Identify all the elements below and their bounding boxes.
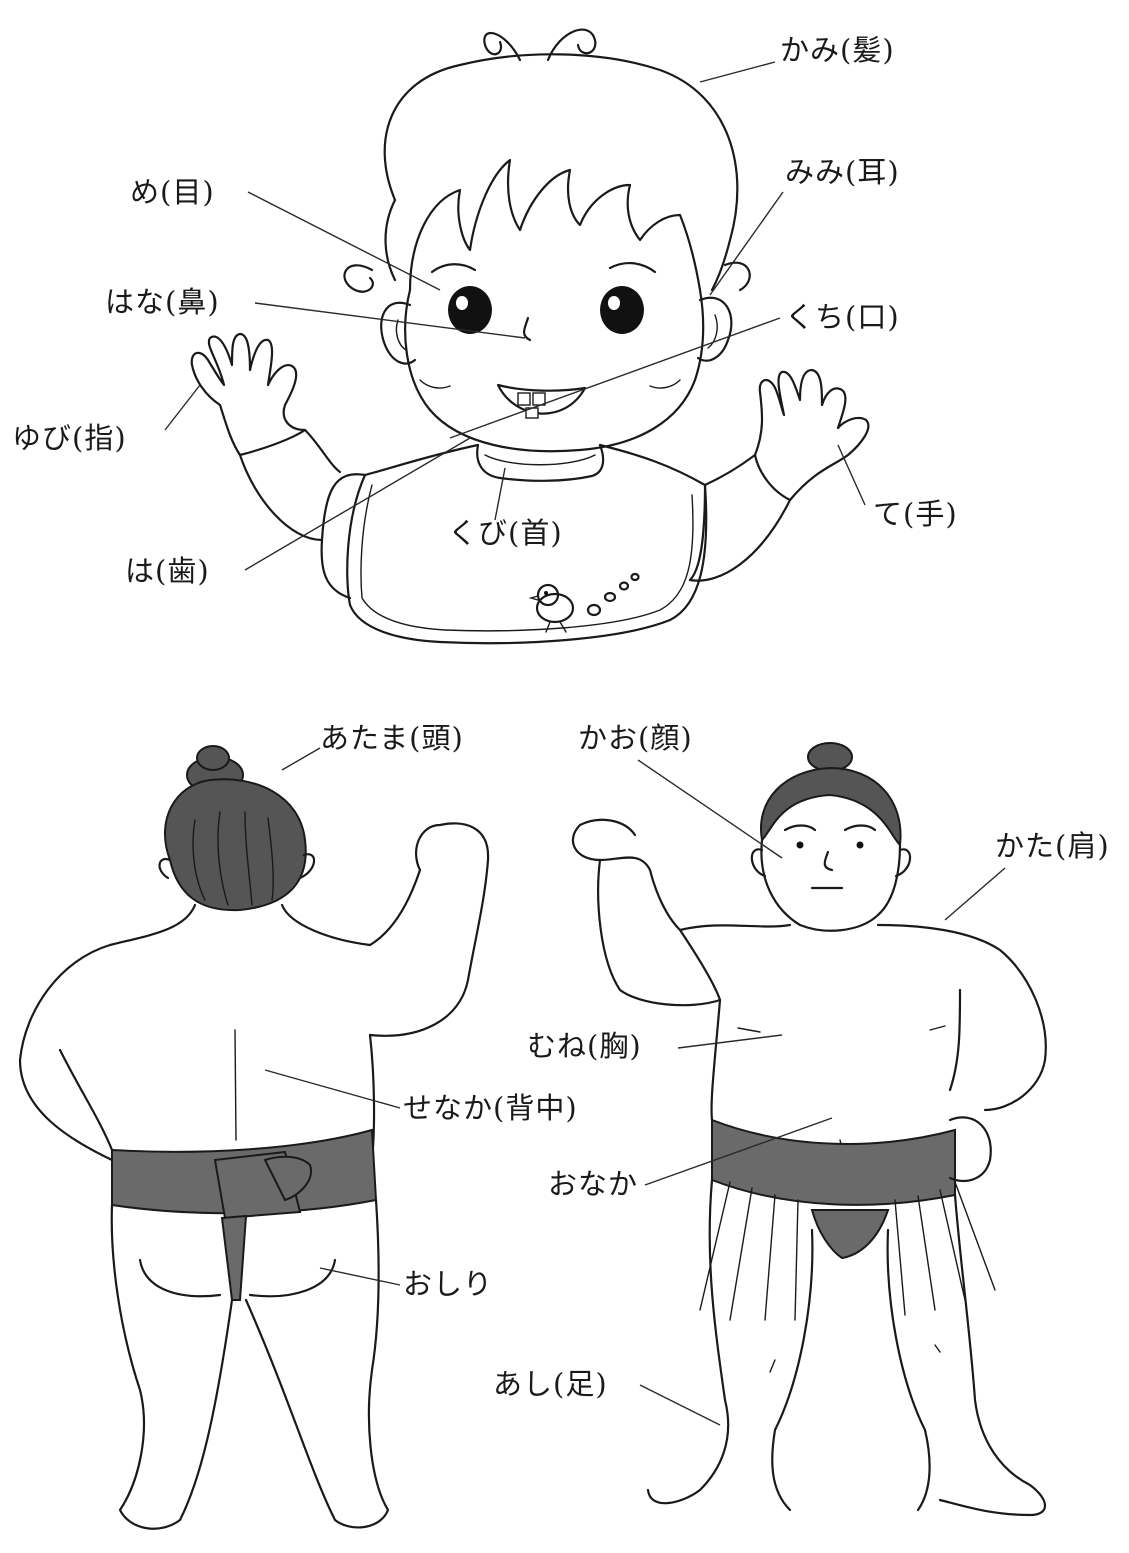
label-oshiri-buttocks: おしり [403,1267,494,1301]
label-te-hand: て(手) [873,497,958,531]
label-ashi-leg: あし(足) [493,1367,608,1401]
sumo-wrestler-back-icon [18,745,490,1530]
label-kata-shoulder: かた(肩) [995,829,1110,863]
label-mimi-ear: みみ(耳) [785,155,900,189]
leader-lines [164,61,1006,1426]
label-me-eye: め(目) [130,175,215,209]
label-kami-hair: かみ(髪) [780,33,895,67]
baby-with-bib-icon [190,28,870,645]
label-yubi-finger: ゆび(指) [12,421,127,455]
label-kuchi-mouth: くち(口) [785,300,900,334]
label-kao-face: かお(顔) [578,721,693,755]
label-hana-nose: はな(鼻) [105,285,220,319]
sumo-wrestler-front-icon [571,742,1047,1517]
label-atama-head: あたま(頭) [320,721,464,755]
label-senaka-back: せなか(背中) [403,1091,578,1125]
label-ha-teeth: は(歯) [125,554,210,588]
label-onaka-belly: おなか [548,1167,639,1201]
label-mune-chest: むね(胸) [527,1029,642,1063]
label-kubi-neck: くび(首) [448,516,563,550]
